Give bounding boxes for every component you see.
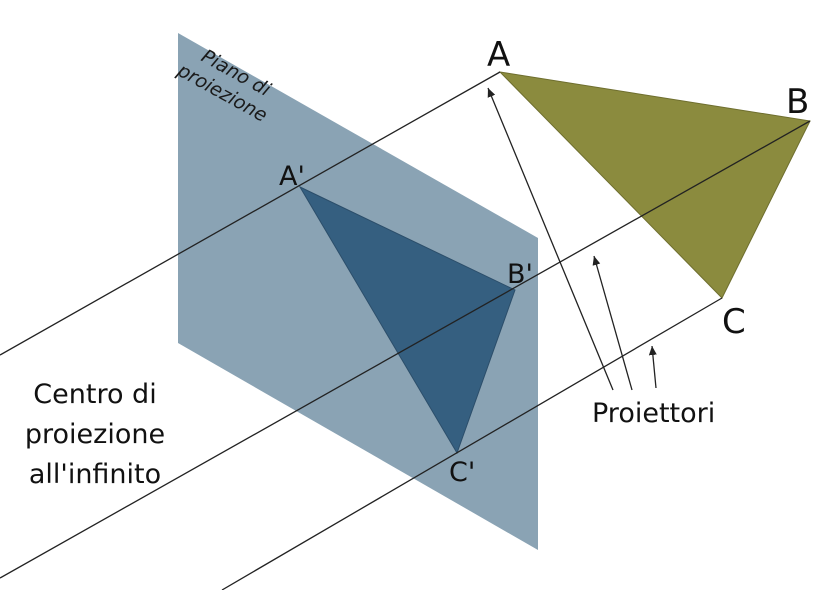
label-point-c: C (722, 302, 746, 342)
label-point-a-prime: A' (279, 161, 305, 192)
label-point-a: A (487, 35, 510, 75)
projector-line-b (0, 120, 811, 579)
projector-arrow-3 (648, 345, 657, 389)
projector-line-c (221, 297, 723, 590)
projector-arrow-1 (487, 87, 614, 391)
center-label-line-3: all'infinito (29, 459, 161, 490)
label-point-b-prime: B' (507, 259, 533, 290)
projector-line-a (0, 71, 501, 356)
center-label-line-2: proiezione (25, 419, 165, 450)
center-label: Centro di proiezione all'infinito (25, 379, 165, 490)
projectors-label: Proiettori (592, 398, 715, 429)
center-label-line-1: Centro di (33, 379, 156, 410)
object-triangle (498, 71, 811, 299)
projected-triangle (298, 185, 516, 455)
label-point-b: B (786, 82, 809, 122)
projector-arrow-2 (592, 255, 633, 391)
label-point-c-prime: C' (449, 457, 475, 488)
